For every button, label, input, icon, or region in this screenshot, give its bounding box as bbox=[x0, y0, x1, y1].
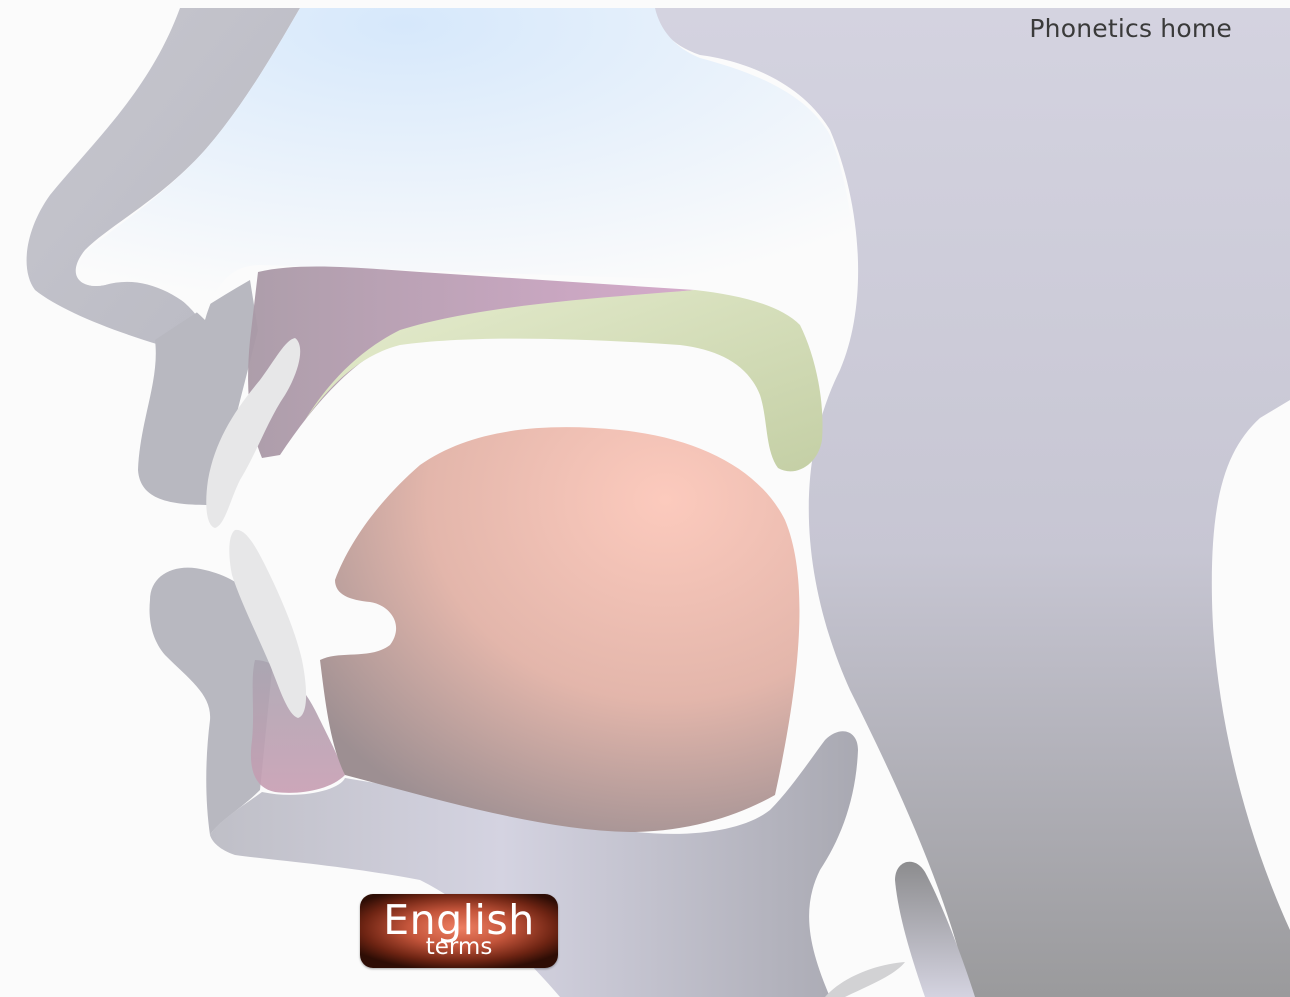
tongue bbox=[320, 427, 799, 832]
phonetics-home-link[interactable]: Phonetics home bbox=[1029, 14, 1232, 43]
hard-palate bbox=[248, 267, 695, 458]
epiglottis bbox=[825, 962, 905, 997]
english-terms-button[interactable]: English terms bbox=[360, 894, 558, 968]
